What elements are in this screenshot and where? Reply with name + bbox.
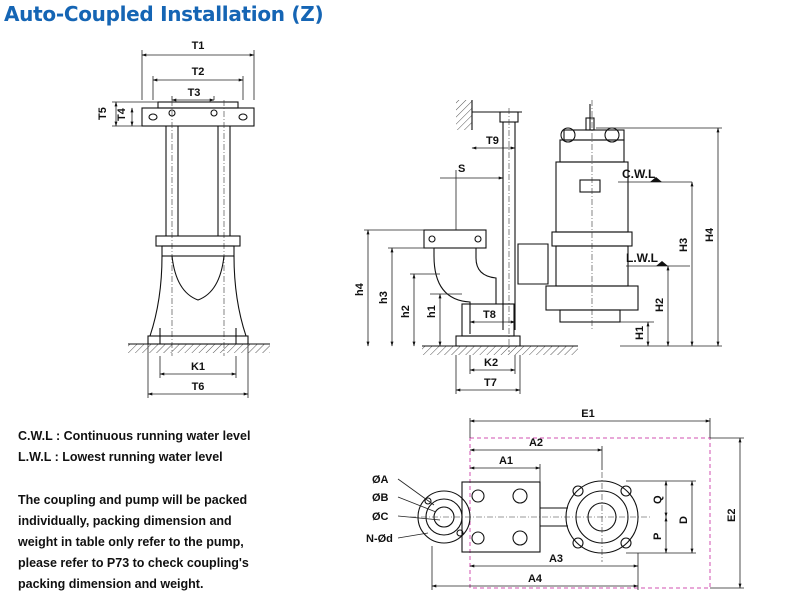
dim-A1: A1	[499, 455, 513, 467]
dim-A4: A4	[528, 573, 543, 585]
phi-B-label: ØB	[372, 492, 389, 504]
note-line: individually, packing dimension and	[18, 514, 232, 528]
side-view: h4 h3 h2 h1 S T9 T8 K2 T7 C.W.L L.W.L	[354, 100, 722, 394]
plan-view: ØA ØB ØC N-Ød E1 A2 A1 A3 A4 Q P D	[366, 408, 744, 590]
note-line: The coupling and pump will be packed	[18, 493, 248, 507]
dim-E2: E2	[726, 509, 738, 522]
dim-T4: T4	[116, 107, 128, 121]
dim-h2: h2	[400, 305, 412, 318]
dim-h3: h3	[378, 291, 390, 304]
level-legend: C.W.L : Continuous running water level L…	[18, 426, 250, 468]
n-phi-d-label: N-Ød	[366, 533, 393, 545]
dim-T8: T8	[483, 309, 496, 321]
dim-T7: T7	[484, 377, 497, 389]
dim-Q: Q	[652, 495, 664, 504]
dim-K1: K1	[191, 361, 205, 373]
dim-E1: E1	[581, 408, 594, 420]
dim-T5: T5	[97, 107, 109, 120]
note-line: please refer to P73 to check coupling's	[18, 556, 249, 570]
page-title: Auto-Coupled Installation (Z)	[4, 2, 324, 26]
cwl-label: C.W.L	[622, 167, 655, 181]
dim-T3: T3	[188, 87, 201, 99]
dim-T6: T6	[192, 381, 205, 393]
dim-S: S	[458, 163, 465, 175]
dim-H1: H1	[634, 326, 646, 340]
packing-note: The coupling and pump will be packed ind…	[18, 490, 268, 595]
dim-H4: H4	[704, 227, 716, 242]
phi-C-label: ØC	[372, 511, 389, 523]
dim-T1: T1	[192, 40, 205, 52]
note-line: weight in table only refer to the pump,	[18, 535, 244, 549]
dim-K2: K2	[484, 357, 498, 369]
dim-P: P	[652, 533, 664, 540]
dim-A2: A2	[529, 437, 543, 449]
dim-T9: T9	[486, 135, 499, 147]
note-line: packing dimension and weight.	[18, 577, 204, 591]
dim-A3: A3	[549, 553, 563, 565]
dim-h1: h1	[426, 305, 438, 318]
lwl-label: L.W.L	[626, 251, 658, 265]
dim-D: D	[678, 516, 690, 524]
dim-h4: h4	[354, 282, 366, 296]
dim-T2: T2	[192, 66, 205, 78]
front-view: T1 T2 T3 T5 T4 K1 T6	[97, 40, 270, 398]
dim-H3: H3	[678, 238, 690, 252]
legend-lwl: L.W.L : Lowest running water level	[18, 450, 223, 464]
dim-H2: H2	[654, 298, 666, 312]
legend-cwl: C.W.L : Continuous running water level	[18, 429, 251, 443]
phi-A-label: ØA	[372, 474, 389, 486]
